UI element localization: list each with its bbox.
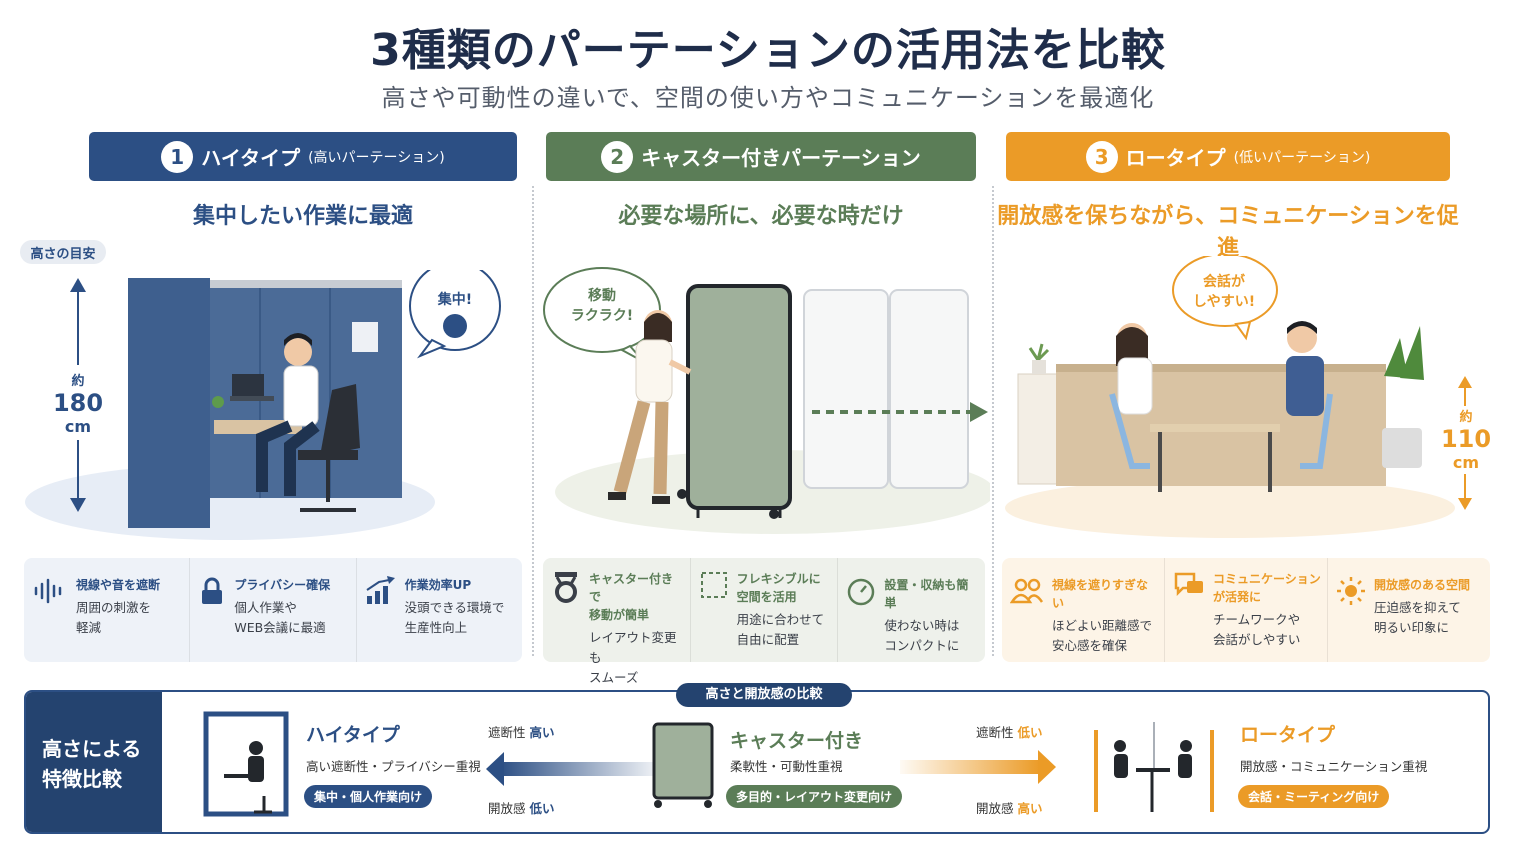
number-badge: 2: [601, 140, 634, 173]
type-sub: (低いパーテーション): [1233, 149, 1371, 166]
label: 開放感: [488, 801, 526, 816]
feature-title: キャスター付きで 移動が簡単: [589, 572, 674, 622]
comparison-low-name: ロータイプ: [1240, 724, 1336, 746]
comparison-caster-desc: 柔軟性・可動性重視: [730, 759, 843, 774]
height-number: 180: [52, 389, 104, 417]
header-high-type: 1 ハイタイプ (高いパーテーション): [89, 132, 517, 181]
tagline-caster: 必要な場所に、必要な時だけ: [618, 204, 904, 229]
number-badge: 3: [1085, 140, 1118, 173]
sound-wave-icon: [34, 578, 62, 604]
comparison-low-desc: 開放感・コミュニケーション重視: [1240, 759, 1428, 774]
feature-desc: レイアウト変更も スムーズ: [589, 630, 677, 685]
dashed-square-icon: [700, 572, 727, 598]
height-unit: cm: [1452, 453, 1480, 472]
feature-title: 作業効率UP: [404, 578, 472, 592]
bubble-focus: 集中!: [437, 292, 473, 308]
feature-item: フレキシブルに 空間を活用用途に合わせて 自由に配置: [691, 558, 839, 662]
feature-desc: 用途に合わせて 自由に配置: [736, 612, 825, 647]
timer-icon: [848, 578, 875, 606]
value: 高い: [1017, 801, 1043, 816]
feature-item: コミュニケーション が活発にチームワークや 会話がしやすい: [1165, 558, 1328, 662]
caster-wheel-icon: [555, 572, 577, 603]
low-type-illustration: [1005, 256, 1472, 538]
chat-icon: [1174, 572, 1203, 597]
value: 高い: [529, 725, 555, 740]
page-title: 3種類のパーテーションの活用法を比較: [370, 25, 1166, 76]
caster-type-illustration: [543, 267, 990, 534]
type-name: キャスター付きパーテーション: [641, 146, 921, 170]
growth-chart-icon: [366, 576, 395, 604]
feature-title: プライバシー確保: [234, 578, 331, 592]
column-separator: [532, 186, 534, 656]
comparison-caption: 高さと開放感の比較: [676, 683, 852, 707]
feature-item: 開放感のある空間圧迫感を抑えて 明るい印象に: [1328, 558, 1490, 662]
high-type-illustration: [25, 270, 501, 540]
tagline-low: 開放感を保ちながら、コミュニケーションを促進: [997, 204, 1459, 261]
feature-item: 視線や音を遮断周囲の刺激を 軽減: [24, 558, 191, 662]
comparison-low-pill: 会話・ミーティング向け: [1238, 785, 1390, 808]
bubble-talk: 会話が しやすい!: [1192, 274, 1256, 310]
left-bottom-label: 開放感 低い: [488, 798, 555, 817]
feature-title: 視線を遮りすぎない: [1052, 578, 1149, 610]
feature-panel-high: 視線や音を遮断周囲の刺激を 軽減 プライバシー確保個人作業や WEB会議に最適 …: [24, 558, 522, 662]
comparison-caster-pill: 多目的・レイアウト変更向け: [726, 785, 903, 808]
feature-title: 設置・収納も簡単: [884, 578, 969, 610]
right-bottom-label: 開放感 高い: [976, 798, 1043, 817]
height-value-high: 約 180 cm: [40, 370, 116, 436]
height-prefix: 約: [1459, 410, 1473, 425]
feature-item: キャスター付きで 移動が簡単レイアウト変更も スムーズ: [543, 558, 691, 685]
comparison-graphics: [203, 711, 1214, 817]
feature-panel-caster: キャスター付きで 移動が簡単レイアウト変更も スムーズ フレキシブルに 空間を活…: [543, 558, 985, 685]
label: 開放感: [976, 801, 1014, 816]
height-value-low: 約 110 cm: [1438, 406, 1494, 472]
height-guide-label: 高さの目安: [20, 240, 106, 264]
comparison-high-name: ハイタイプ: [306, 724, 400, 746]
feature-desc: チームワークや 会話がしやすい: [1213, 612, 1301, 647]
feature-item: 設置・収納も簡単使わない時は コンパクトに: [838, 558, 985, 662]
bubble-move: 移動 ラクラク!: [570, 288, 634, 324]
comparison-high-desc: 高い遮断性・プライバシー重視: [306, 759, 481, 774]
right-top-label: 遮断性 低い: [976, 722, 1043, 741]
feature-desc: 圧迫感を抑えて 明るい印象に: [1374, 600, 1461, 635]
sun-icon: [1337, 577, 1365, 605]
header-low-type: 3 ロータイプ (低いパーテーション): [1006, 132, 1450, 181]
tagline-high: 集中したい作業に最適: [192, 204, 413, 229]
comparison-side-label: 高さによる 特徴比較: [26, 692, 162, 832]
height-unit: cm: [64, 417, 92, 436]
feature-title: フレキシブルに 空間を活用: [736, 572, 821, 604]
feature-title: 開放感のある空間: [1374, 578, 1471, 592]
feature-item: 視線を遮りすぎないほどよい距離感で 安心感を確保: [1002, 558, 1165, 662]
feature-desc: 個人作業や WEB会議に最適: [234, 600, 326, 635]
header-caster-type: 2 キャスター付きパーテーション: [546, 132, 976, 181]
value: 低い: [529, 801, 555, 816]
feature-item: 作業効率UP 没頭できる環境で 生産性向上: [357, 558, 522, 662]
left-top-label: 遮断性 高い: [488, 722, 555, 741]
comparison-caster-name: キャスター付き: [730, 730, 864, 752]
feature-title: コミュニケーション が活発に: [1213, 572, 1321, 604]
lock-icon: [202, 577, 223, 604]
value: 低い: [1017, 725, 1043, 740]
people-icon: [1010, 578, 1044, 604]
feature-desc: ほどよい距離感で 安心感を確保: [1052, 618, 1153, 653]
feature-desc: 没頭できる環境で 生産性向上: [404, 600, 505, 635]
page-subtitle: 高さや可動性の違いで、空間の使い方やコミュニケーションを最適化: [381, 84, 1155, 112]
feature-desc: 周囲の刺激を 軽減: [76, 600, 152, 635]
type-name: ハイタイプ: [201, 146, 301, 170]
feature-desc: 使わない時は コンパクトに: [884, 618, 960, 653]
feature-panel-low: 視線を遮りすぎないほどよい距離感で 安心感を確保 コミュニケーション が活発にチ…: [1002, 558, 1490, 662]
type-name: ロータイプ: [1125, 146, 1226, 170]
label: 遮断性: [488, 725, 526, 740]
label: 遮断性: [976, 725, 1014, 740]
column-separator: [992, 186, 994, 656]
feature-item: プライバシー確保個人作業や WEB会議に最適: [190, 558, 357, 662]
height-number: 110: [1440, 425, 1492, 453]
type-sub: (高いパーテーション): [308, 149, 445, 166]
comparison-high-pill: 集中・個人作業向け: [304, 785, 433, 808]
feature-title: 視線や音を遮断: [76, 578, 161, 592]
number-badge: 1: [161, 140, 194, 173]
height-prefix: 約: [71, 374, 85, 389]
